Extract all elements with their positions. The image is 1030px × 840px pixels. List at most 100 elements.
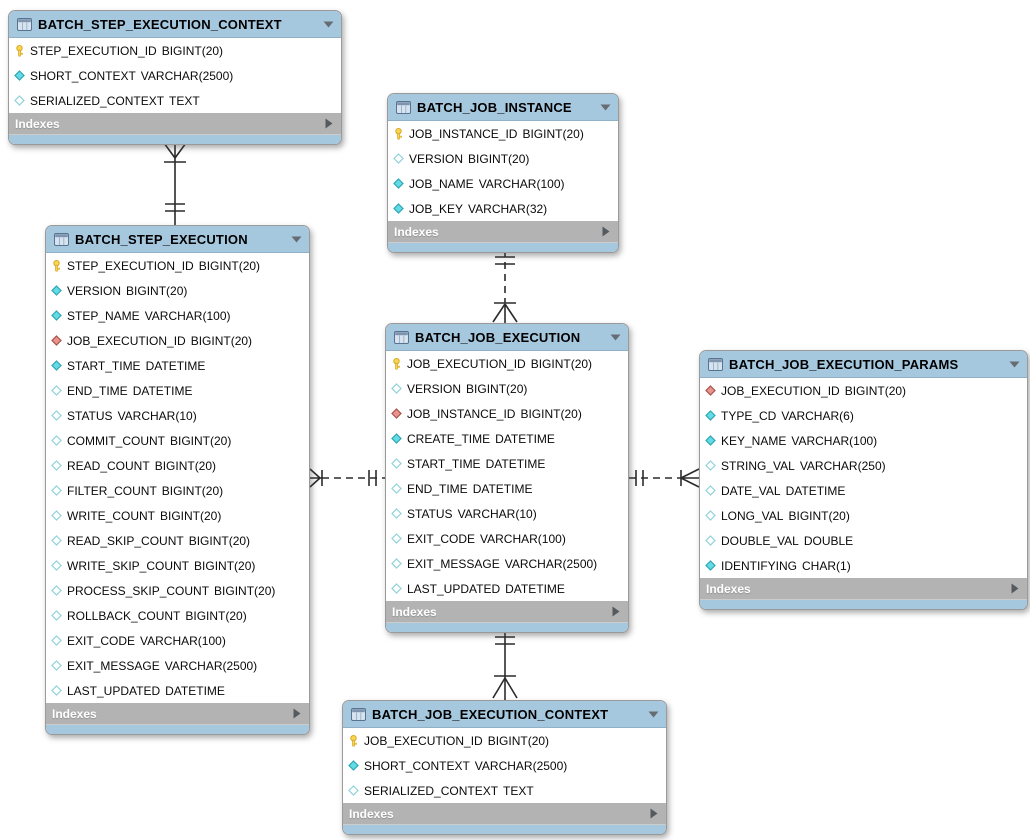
chevron-right-icon[interactable]: [650, 808, 658, 819]
indexes-bar[interactable]: Indexes: [46, 703, 309, 724]
relationship-job-execution-params[interactable]: [629, 468, 700, 488]
chevron-down-icon[interactable]: [610, 334, 621, 341]
column-row[interactable]: END_TIME DATETIME: [46, 378, 309, 403]
chevron-down-icon[interactable]: [600, 104, 611, 111]
chevron-down-icon[interactable]: [648, 711, 659, 718]
indexes-bar[interactable]: Indexes: [386, 601, 628, 622]
column-name: DATE_VAL: [721, 483, 781, 498]
primary-key-icon: [390, 357, 402, 370]
chevron-right-icon[interactable]: [1011, 583, 1019, 594]
indexes-label: Indexes: [349, 806, 394, 821]
table-header[interactable]: BATCH_JOB_INSTANCE: [388, 94, 618, 121]
chevron-down-icon[interactable]: [323, 21, 334, 28]
relationship-job-instance-job-execution[interactable]: [492, 250, 518, 323]
attr-filled-icon: [50, 360, 62, 371]
table-header[interactable]: BATCH_JOB_EXECUTION_CONTEXT: [343, 701, 666, 728]
chevron-down-icon[interactable]: [291, 236, 302, 243]
foreign-key-icon: [50, 335, 62, 346]
relationship-job-execution-context[interactable]: [492, 630, 518, 700]
table-header[interactable]: BATCH_JOB_EXECUTION_PARAMS: [700, 351, 1027, 378]
indexes-bar[interactable]: Indexes: [700, 578, 1027, 599]
indexes-bar[interactable]: Indexes: [388, 221, 618, 242]
column-name: END_TIME: [67, 383, 128, 398]
attr-hollow-icon: [50, 535, 62, 546]
column-name: LAST_UPDATED: [407, 581, 501, 596]
column-name: SHORT_CONTEXT: [364, 758, 470, 773]
table-footer-strip: [9, 134, 341, 144]
column-name: IDENTIFYING: [721, 558, 798, 573]
indexes-bar[interactable]: Indexes: [343, 803, 666, 824]
column-name: KEY_NAME: [721, 433, 787, 448]
column-name: JOB_EXECUTION_ID: [407, 356, 526, 371]
chevron-right-icon[interactable]: [612, 606, 620, 617]
table-header[interactable]: BATCH_STEP_EXECUTION: [46, 226, 309, 253]
column-name: TYPE_CD: [721, 408, 777, 423]
attr-hollow-icon: [50, 585, 62, 596]
column-type: DATETIME: [132, 383, 193, 398]
relationship-step-execution-context[interactable]: [163, 142, 187, 225]
relationship-step-execution-job-execution[interactable]: [309, 468, 385, 488]
attr-hollow-icon: [50, 560, 62, 571]
indexes-bar[interactable]: Indexes: [9, 113, 341, 134]
table-header[interactable]: BATCH_JOB_EXECUTION: [386, 324, 628, 351]
table-header[interactable]: BATCH_STEP_EXECUTION_CONTEXT: [9, 11, 341, 38]
column-type: BIGINT(20): [161, 483, 224, 498]
chevron-right-icon[interactable]: [602, 226, 610, 237]
chevron-right-icon[interactable]: [325, 118, 333, 129]
chevron-right-icon[interactable]: [293, 708, 301, 719]
column-name: DOUBLE_VAL: [721, 533, 799, 548]
chevron-down-icon[interactable]: [1009, 361, 1020, 368]
